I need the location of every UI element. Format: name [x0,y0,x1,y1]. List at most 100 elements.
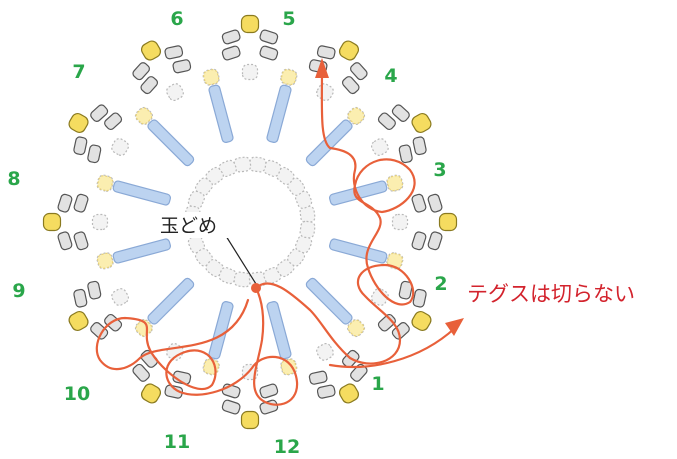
petal-bead [87,280,102,300]
petal-bead [221,399,241,415]
thread-arrowhead-top [315,58,329,78]
inner-bead [187,190,206,209]
petal-tip-bead [438,212,458,232]
petal-bead [316,45,336,60]
knot-pointer-line [225,235,257,285]
petal-bead [411,193,427,213]
thread-line-tail [95,286,299,406]
ring-bead [241,63,259,81]
inner-bead [233,271,252,288]
inner-bead [194,248,214,267]
thread-arrowhead-right [445,318,464,336]
inner-bead [233,156,252,173]
petal-bead [391,104,410,122]
inner-bead [294,235,313,254]
note-label: テグスは切らない [467,282,635,306]
petal-bead [316,384,336,399]
petal-bead [427,193,443,213]
ring-bead [111,138,130,156]
petal-bead [259,29,279,45]
accent-bead-dashed [203,69,220,86]
petal-number-2: 2 [434,273,447,295]
petal-bead [259,399,279,415]
petal-bead [412,288,427,308]
ring-bead [91,213,109,231]
ring-bead [316,83,334,102]
stick-bead [266,301,292,360]
accent-bead-dashed [386,252,403,269]
ring-bead [111,288,130,306]
ring-bead [166,83,184,102]
accent-bead-dashed [280,358,297,375]
petal-number-12: 12 [274,436,300,458]
petal-bead [164,45,184,60]
accent-bead-dashed [280,69,297,86]
petal-bead [308,370,328,385]
petal-number-8: 8 [7,168,20,190]
ring-bead [370,138,389,156]
petal-tip-bead [68,310,89,332]
petal-number-1: 1 [371,373,384,395]
inner-bead [286,248,306,267]
petal-bead [221,29,241,45]
petal-bead [221,45,241,61]
inner-bead [276,166,295,186]
petal-tip-bead [240,14,260,34]
thread-line-right [328,326,457,369]
inner-bead [286,177,306,196]
stick-bead [329,238,388,264]
ring-bead [391,213,409,231]
stick-bead [208,84,234,143]
petal-tip-bead [140,383,162,404]
petal-bead [104,112,123,131]
inner-bead [248,271,267,288]
accent-bead-dashed [97,252,114,269]
inner-bead [187,235,206,254]
thread-line [254,68,416,365]
petal-tip-bead [411,112,432,134]
petal-bead [73,288,88,308]
accent-bead-dashed [347,319,365,337]
stick-bead [305,119,353,167]
accent-bead-dashed [347,107,365,125]
petal-bead [398,144,413,164]
thread-path [95,58,464,406]
stick-bead [305,277,353,325]
petal-bead [73,193,89,213]
petal-bead [132,62,150,81]
ring-bead [370,288,389,306]
petal-bead [87,144,102,164]
petal-tip-bead [338,40,360,61]
ring-bead [316,342,334,361]
petal-bead [57,231,73,251]
petal-bead [377,313,396,332]
petal-bead [259,383,279,399]
inner-bead [299,220,316,239]
knot-label-bg [158,212,236,238]
inner-bead [276,258,295,278]
petal-tip-bead [140,40,162,61]
petal-number-4: 4 [384,65,397,87]
petal-bead [73,136,88,156]
petal-bead [57,193,73,213]
accent-bead-dashed [97,175,114,192]
inner-bead [294,190,313,209]
petal-number-5: 5 [282,8,295,30]
petal-bead [412,136,427,156]
petal-number-7: 7 [72,61,85,83]
petal-number-11: 11 [164,431,190,453]
petal-bead [398,280,413,300]
knot-label: 玉どめ [160,215,217,237]
stick-bead [147,277,195,325]
inner-bead [205,258,224,278]
inner-bead [205,166,224,186]
stick-bead [147,119,195,167]
knot-point [251,283,261,293]
petal-bead [132,363,150,382]
petal-number-9: 9 [12,280,25,302]
stick-bead [112,180,171,206]
petal-bead [90,104,109,122]
petal-tip-bead [68,112,89,134]
inner-bead [194,177,214,196]
